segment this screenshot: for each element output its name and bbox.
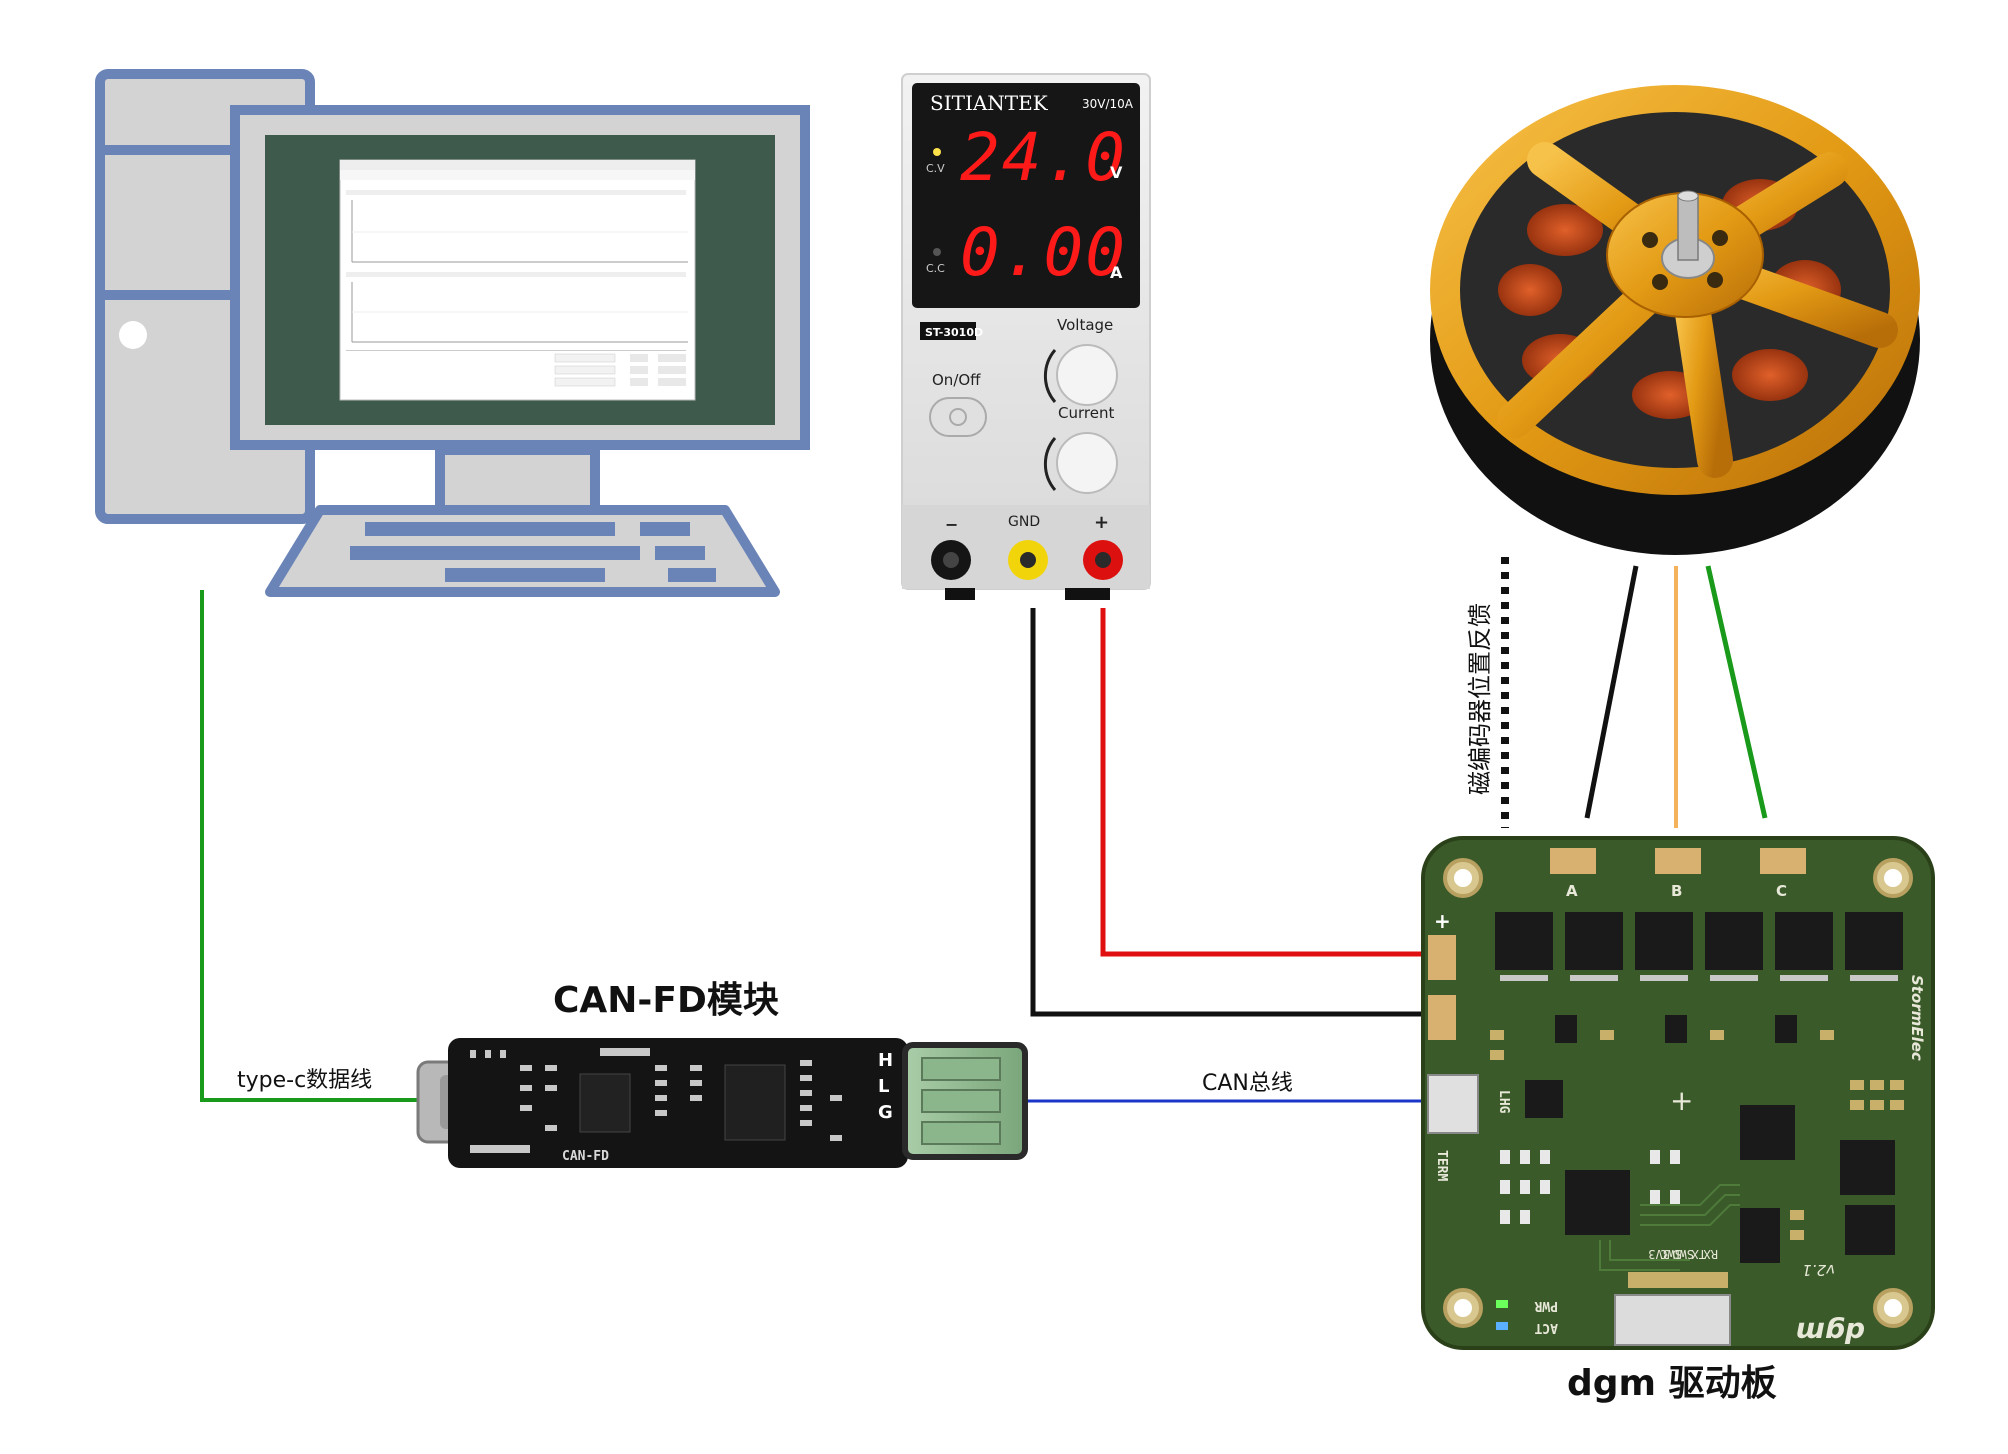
phase-pad-c[interactable]: [1760, 848, 1806, 874]
driver-can-connector[interactable]: [1428, 1075, 1478, 1133]
svg-text:+: +: [1670, 1084, 1693, 1117]
current-knob-label: Current: [1058, 404, 1114, 422]
act-led: [1496, 1322, 1508, 1330]
neg-label: −: [945, 515, 958, 534]
dgm-driver-board: A B C + LHG TERM: [1423, 838, 1933, 1349]
cv-label: C.V: [926, 162, 945, 175]
monitor: [235, 110, 805, 510]
swd-silk-3v3: 3V3: [1648, 1247, 1670, 1261]
voltage-knob[interactable]: [1057, 345, 1117, 405]
canfd-module-title: CAN-FD模块: [553, 980, 779, 1021]
voltage-knob-label: Voltage: [1057, 316, 1113, 334]
motor-shaft: [1678, 195, 1698, 260]
version-silk: v2.1: [1802, 1261, 1835, 1279]
power-pad-neg[interactable]: [1428, 995, 1456, 1040]
psu-model: ST-3010D: [925, 326, 983, 339]
cc-led: [933, 248, 941, 256]
current-display: 0.00: [960, 214, 1127, 291]
encoder-feedback-label: 磁编码器位置反馈: [1466, 603, 1494, 795]
lhg-silk: LHG: [1496, 1090, 1511, 1114]
pos-label: +: [1094, 512, 1109, 533]
pin-l: L: [878, 1076, 889, 1097]
computer: [100, 74, 805, 592]
phase-label-b: B: [1671, 882, 1682, 900]
bldc-motor: [1430, 85, 1920, 555]
pwr-silk: PWR: [1534, 1298, 1558, 1313]
pwr-led: [1496, 1300, 1508, 1308]
wire-pos-red: [1103, 608, 1425, 954]
v-unit: V: [1110, 163, 1123, 182]
dgm-logo: dgm: [1796, 1316, 1865, 1349]
cc-label: C.C: [926, 262, 945, 275]
psu-brand: SITIANTEK: [930, 91, 1049, 115]
driver-board-title: dgm 驱动板: [1567, 1363, 1777, 1404]
usb-cable-label: type-c数据线: [237, 1068, 372, 1093]
software-window: [340, 160, 695, 400]
power-button[interactable]: [930, 398, 986, 436]
phase-label-c: C: [1776, 882, 1787, 900]
power-supply: SITIANTEK 30V/10A C.V 24.0 V C.C 0.00 A …: [902, 74, 1150, 600]
wire-phase-green: [1708, 566, 1765, 818]
a-unit: A: [1110, 263, 1123, 282]
power-pad-pos[interactable]: [1428, 935, 1456, 980]
canfd-module: CAN-FD H L G: [418, 1038, 1025, 1168]
power-label: On/Off: [932, 371, 981, 389]
phase-pad-b[interactable]: [1655, 848, 1701, 874]
phase-label-a: A: [1566, 882, 1578, 900]
cv-led: [933, 148, 941, 156]
wire-phase-black: [1587, 566, 1636, 818]
psu-rating: 30V/10A: [1082, 97, 1134, 111]
phase-pad-a[interactable]: [1550, 848, 1596, 874]
wire-usb-green: [202, 590, 420, 1100]
voltage-display: 24.0: [960, 119, 1127, 196]
keyboard: [270, 510, 775, 592]
act-silk: ACT: [1534, 1320, 1558, 1335]
debug-connector[interactable]: [1615, 1295, 1730, 1345]
current-knob[interactable]: [1057, 433, 1117, 493]
gnd-label: GND: [1008, 514, 1040, 530]
swd-header[interactable]: [1628, 1272, 1728, 1288]
pin-g: G: [878, 1102, 893, 1123]
term-silk: TERM: [1434, 1150, 1449, 1181]
pin-h: H: [878, 1050, 893, 1071]
canfd-silk: CAN-FD: [562, 1149, 609, 1164]
brand-silk: StormElec: [1908, 975, 1926, 1061]
power-plus: +: [1434, 909, 1451, 933]
pc-power-led: [119, 321, 147, 349]
can-bus-label: CAN总线: [1202, 1071, 1293, 1096]
